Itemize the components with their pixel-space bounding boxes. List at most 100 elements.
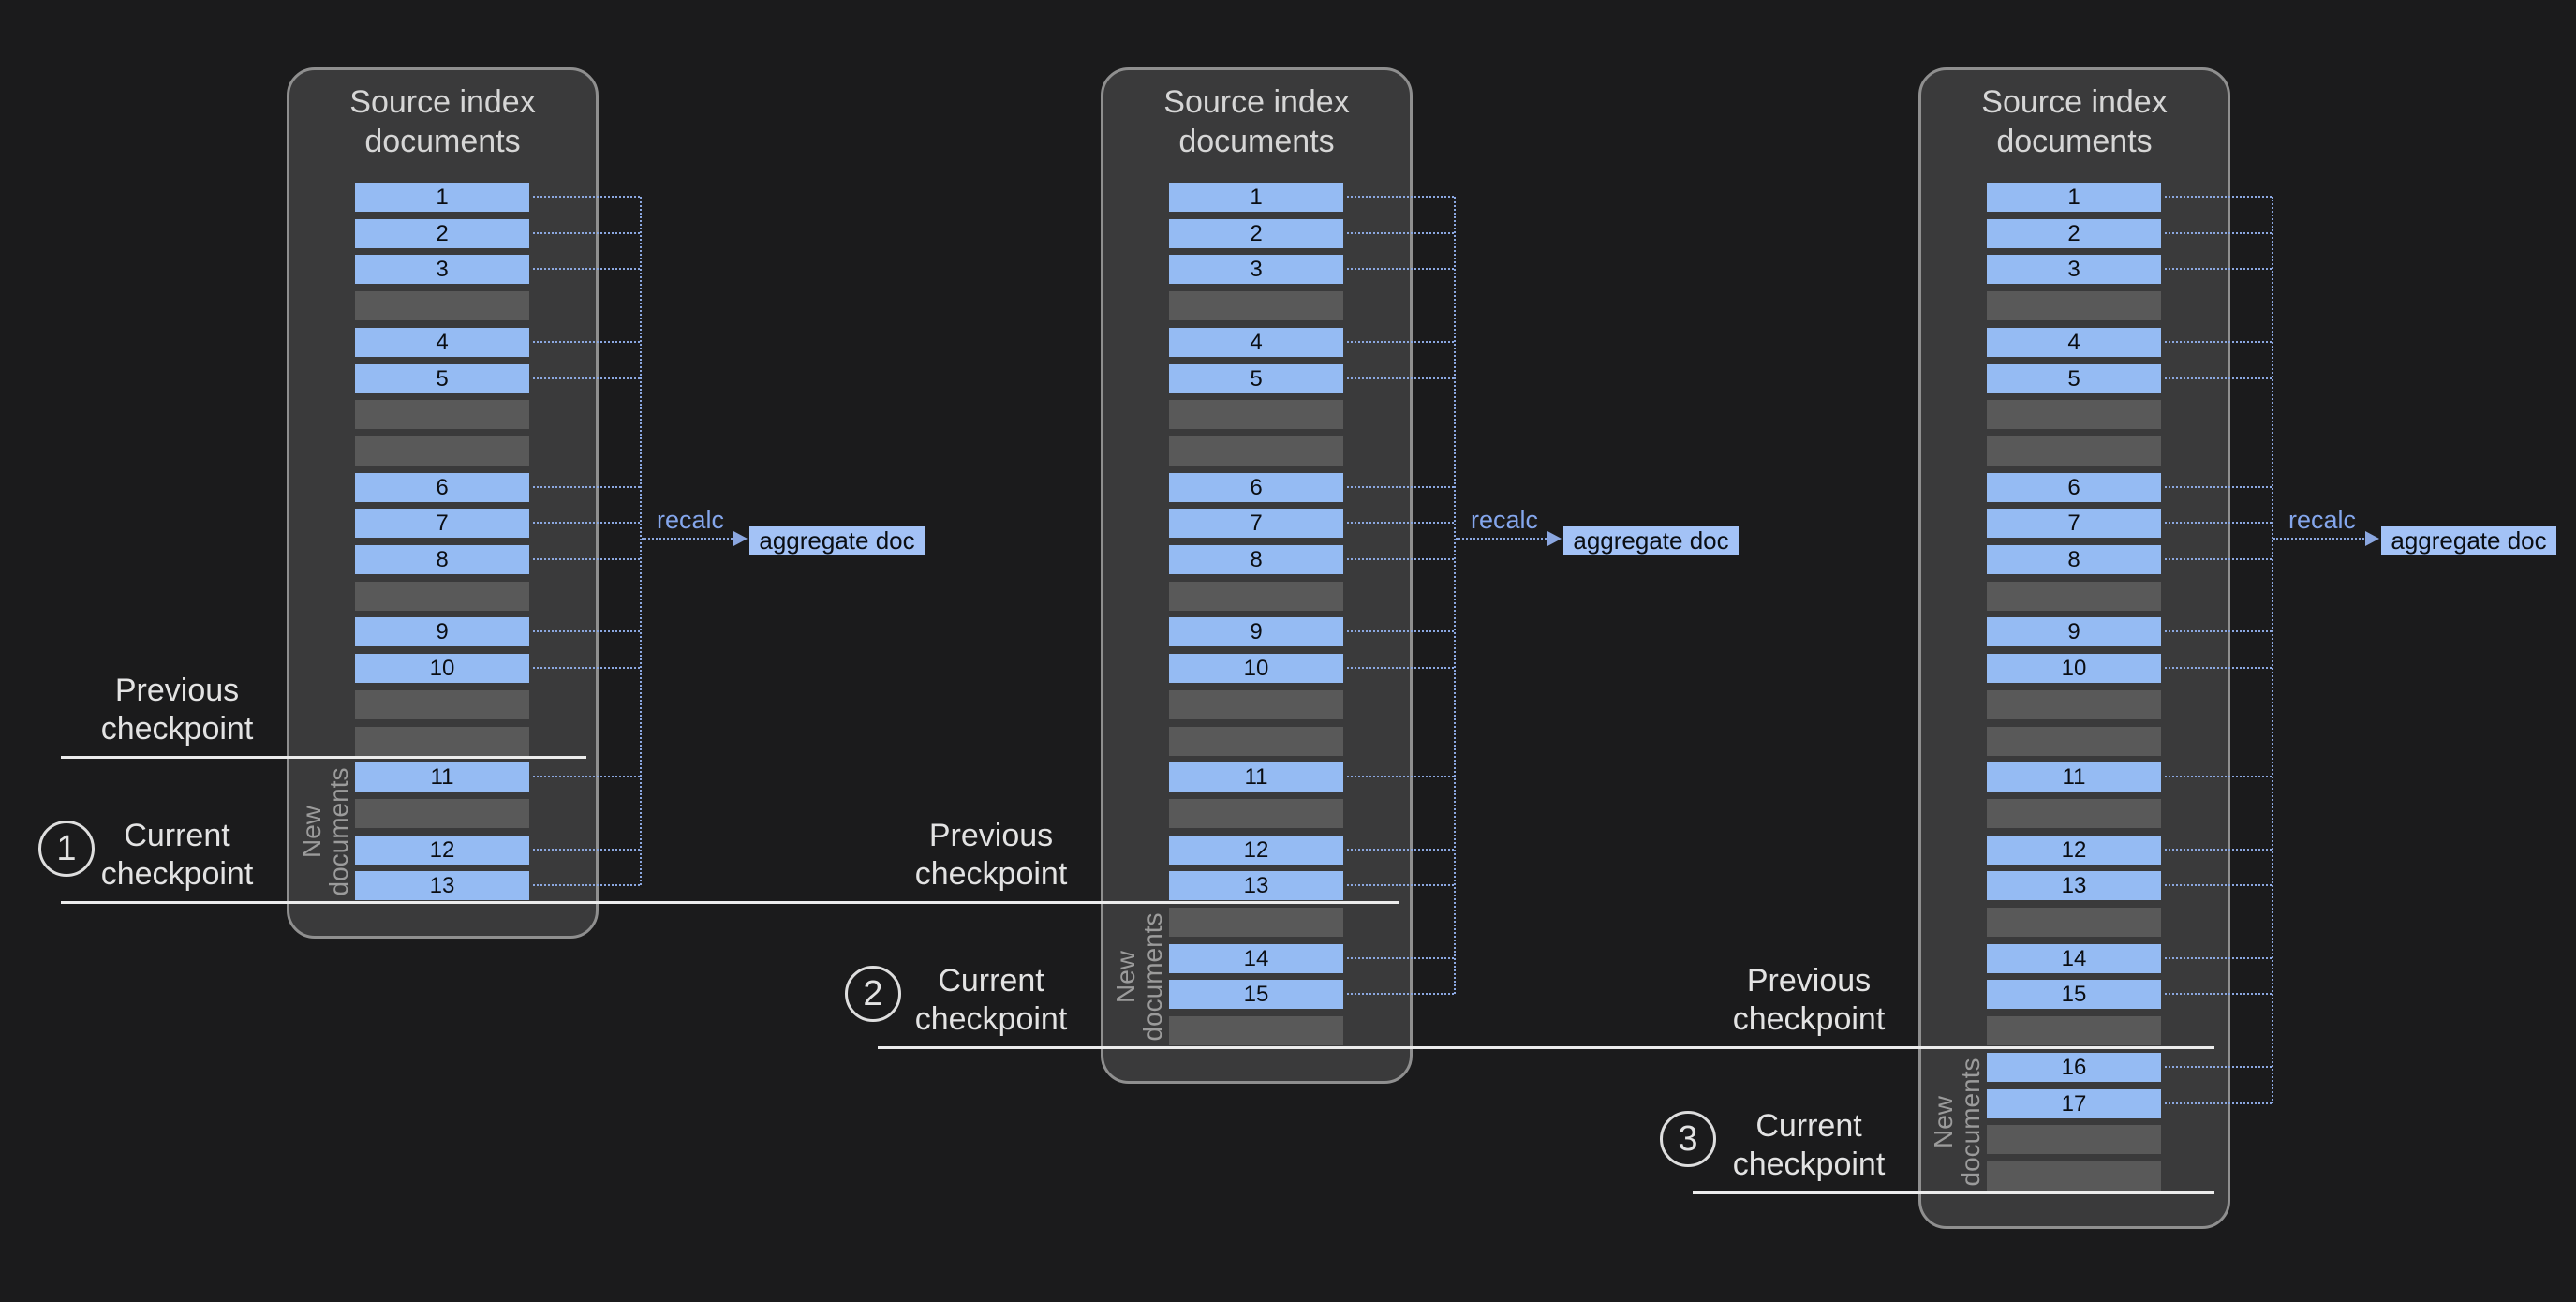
doc-connector-line bbox=[2165, 341, 2272, 343]
doc-group-bracket bbox=[2272, 197, 2273, 1103]
doc-connector-line bbox=[2165, 558, 2272, 560]
empty-doc-row bbox=[1169, 291, 1343, 320]
doc-connector-line bbox=[1347, 377, 1454, 379]
doc-connector-line bbox=[533, 522, 640, 524]
doc-row-14: 14 bbox=[1169, 944, 1343, 973]
doc-row-13: 13 bbox=[1987, 871, 2161, 900]
empty-doc-row bbox=[1169, 799, 1343, 828]
doc-group-bracket bbox=[640, 197, 642, 885]
doc-row-9: 9 bbox=[355, 617, 529, 646]
doc-row-14: 14 bbox=[1987, 944, 2161, 973]
doc-connector-line bbox=[533, 849, 640, 851]
previous-checkpoint-label: Previous checkpoint bbox=[1668, 962, 1949, 1039]
doc-connector-line bbox=[1347, 849, 1454, 851]
doc-row-4: 4 bbox=[1987, 328, 2161, 357]
empty-doc-row bbox=[355, 727, 529, 756]
doc-connector-line bbox=[2165, 486, 2272, 488]
empty-doc-row bbox=[1987, 291, 2161, 320]
empty-doc-row bbox=[1169, 582, 1343, 611]
doc-connector-line bbox=[1347, 522, 1454, 524]
doc-connector-line bbox=[533, 667, 640, 669]
recalc-arrow bbox=[1456, 538, 1547, 540]
doc-row-3: 3 bbox=[1169, 255, 1343, 284]
doc-row-3: 3 bbox=[1987, 255, 2161, 284]
doc-row-8: 8 bbox=[1987, 545, 2161, 574]
empty-doc-row bbox=[1169, 727, 1343, 756]
recalc-label: recalc bbox=[2266, 506, 2378, 535]
doc-row-11: 11 bbox=[355, 762, 529, 792]
doc-row-17: 17 bbox=[1987, 1089, 2161, 1118]
empty-doc-row bbox=[355, 436, 529, 466]
doc-connector-line bbox=[533, 268, 640, 270]
doc-connector-line bbox=[533, 341, 640, 343]
doc-connector-line bbox=[1347, 341, 1454, 343]
step-number-badge: 2 bbox=[845, 966, 901, 1022]
checkpoint-line bbox=[1693, 1191, 2214, 1194]
doc-row-10: 10 bbox=[355, 654, 529, 683]
doc-row-8: 8 bbox=[1169, 545, 1343, 574]
doc-row-7: 7 bbox=[1169, 509, 1343, 538]
empty-doc-row bbox=[1987, 1161, 2161, 1191]
doc-row-5: 5 bbox=[1169, 364, 1343, 393]
previous-checkpoint-label: Previous checkpoint bbox=[37, 672, 318, 748]
doc-row-1: 1 bbox=[1987, 183, 2161, 212]
checkpoint-line bbox=[61, 901, 1399, 904]
empty-doc-row bbox=[1169, 436, 1343, 466]
recalc-label: recalc bbox=[1448, 506, 1561, 535]
previous-checkpoint-label: Previous checkpoint bbox=[851, 817, 1132, 894]
doc-connector-line bbox=[533, 884, 640, 886]
panel-title: Source index documents bbox=[287, 82, 599, 161]
recalc-arrow bbox=[2273, 538, 2364, 540]
doc-connector-line bbox=[2165, 630, 2272, 632]
doc-connector-line bbox=[2165, 232, 2272, 234]
doc-row-1: 1 bbox=[355, 183, 529, 212]
empty-doc-row bbox=[1987, 436, 2161, 466]
doc-connector-line bbox=[1347, 486, 1454, 488]
empty-doc-row bbox=[1169, 1016, 1343, 1045]
empty-doc-row bbox=[1987, 1125, 2161, 1154]
doc-row-5: 5 bbox=[1987, 364, 2161, 393]
empty-doc-row bbox=[1987, 1016, 2161, 1045]
doc-connector-line bbox=[2165, 377, 2272, 379]
doc-connector-line bbox=[2165, 884, 2272, 886]
doc-group-bracket bbox=[1454, 197, 1456, 994]
doc-row-6: 6 bbox=[1169, 473, 1343, 502]
doc-row-6: 6 bbox=[1987, 473, 2161, 502]
empty-doc-row bbox=[355, 799, 529, 828]
doc-row-11: 11 bbox=[1169, 762, 1343, 792]
doc-connector-line bbox=[1347, 558, 1454, 560]
doc-row-16: 16 bbox=[1987, 1053, 2161, 1082]
doc-row-11: 11 bbox=[1987, 762, 2161, 792]
doc-connector-line bbox=[1347, 993, 1454, 995]
doc-connector-line bbox=[1347, 776, 1454, 777]
doc-row-4: 4 bbox=[1169, 328, 1343, 357]
doc-row-10: 10 bbox=[1169, 654, 1343, 683]
doc-connector-line bbox=[1347, 268, 1454, 270]
step-number-badge: 1 bbox=[38, 821, 95, 877]
doc-connector-line bbox=[1347, 232, 1454, 234]
doc-connector-line bbox=[1347, 196, 1454, 198]
panel-title: Source index documents bbox=[1918, 82, 2230, 161]
recalc-arrowhead bbox=[733, 531, 748, 546]
doc-row-13: 13 bbox=[1169, 871, 1343, 900]
recalc-arrowhead bbox=[2365, 531, 2379, 546]
doc-row-13: 13 bbox=[355, 871, 529, 900]
doc-connector-line bbox=[2165, 1102, 2272, 1104]
doc-connector-line bbox=[1347, 630, 1454, 632]
doc-row-2: 2 bbox=[1169, 219, 1343, 248]
doc-row-12: 12 bbox=[1169, 836, 1343, 865]
doc-row-15: 15 bbox=[1987, 980, 2161, 1009]
doc-row-9: 9 bbox=[1987, 617, 2161, 646]
doc-connector-line bbox=[2165, 1066, 2272, 1068]
doc-connector-line bbox=[1347, 957, 1454, 959]
doc-connector-line bbox=[2165, 993, 2272, 995]
empty-doc-row bbox=[355, 291, 529, 320]
doc-connector-line bbox=[533, 377, 640, 379]
empty-doc-row bbox=[1987, 582, 2161, 611]
doc-row-10: 10 bbox=[1987, 654, 2161, 683]
doc-connector-line bbox=[1347, 884, 1454, 886]
step-number-badge: 3 bbox=[1660, 1111, 1716, 1167]
recalc-label: recalc bbox=[634, 506, 747, 535]
doc-connector-line bbox=[2165, 776, 2272, 777]
empty-doc-row bbox=[1987, 908, 2161, 937]
